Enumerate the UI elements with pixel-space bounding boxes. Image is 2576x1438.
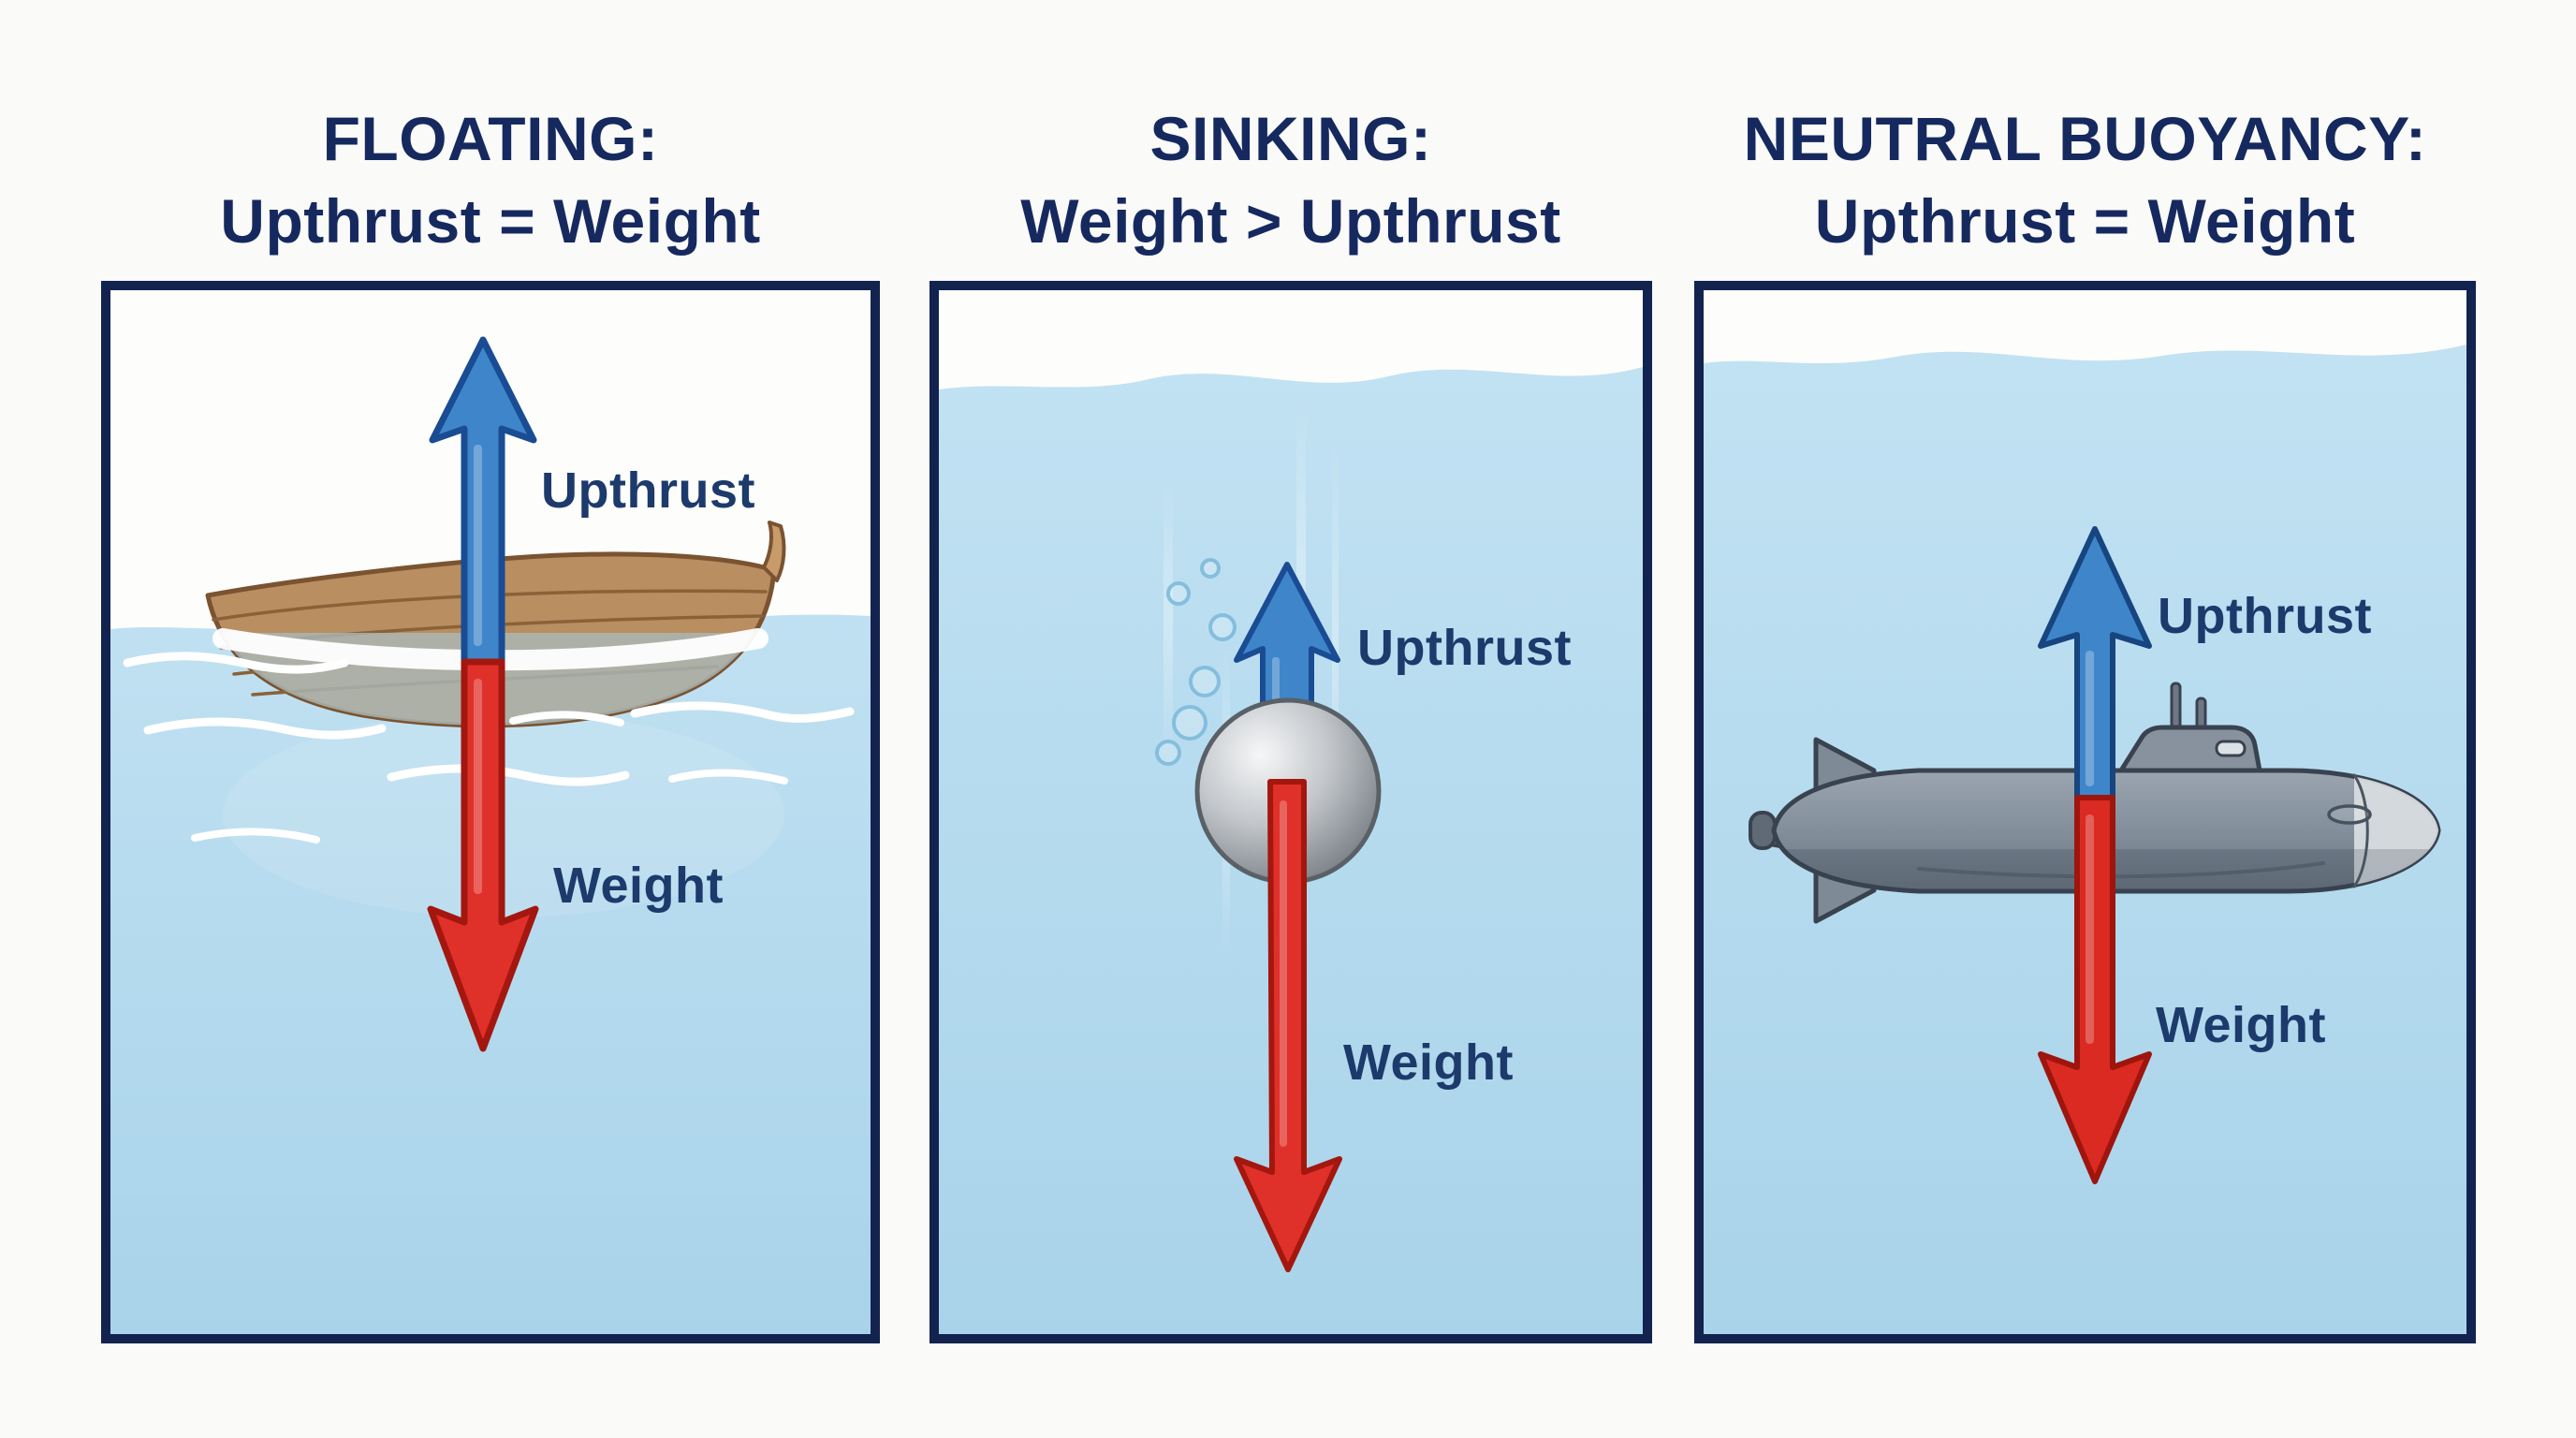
weight-label: Weight [2156,997,2326,1053]
panel-sinking: Upthrust Weight [929,281,1652,1343]
weight-label: Weight [553,858,724,914]
upthrust-label: Upthrust [541,462,755,519]
title-sinking-line1: SINKING: [1149,104,1432,173]
title-floating-line2: Upthrust = Weight [220,186,761,256]
title-sinking-line2: Weight > Upthrust [1020,186,1561,256]
weight-label: Weight [1343,1034,1514,1091]
title-neutral-line2: Upthrust = Weight [1814,186,2356,256]
title-neutral-buoyancy: NEUTRAL BUOYANCY: Upthrust = Weight [1694,97,2476,262]
panel-floating: Upthrust Weight [101,281,880,1343]
weight-arrow-icon [2038,795,2152,1184]
bubbles [1155,558,1237,766]
water-surface [1704,290,2466,363]
upthrust-label: Upthrust [1357,620,1572,676]
title-neutral-line1: NEUTRAL BUOYANCY: [1743,104,2427,173]
floating-scene [110,290,871,1334]
upthrust-label: Upthrust [2158,588,2372,644]
panel-neutral-buoyancy: Upthrust Weight [1694,281,2476,1343]
title-floating: FLOATING: Upthrust = Weight [101,97,880,262]
sinking-scene [939,290,1643,1334]
weight-arrow-icon [427,658,539,1052]
title-sinking: SINKING: Weight > Upthrust [929,97,1652,262]
title-floating-line1: FLOATING: [322,104,659,173]
conning-tower [2118,725,2262,773]
weight-arrow-icon [1234,779,1342,1272]
hull-hatch [2327,804,2372,825]
neutral-buoyancy-scene [1704,290,2466,1334]
water-surface [939,290,1643,389]
boat-bow-stem [762,521,786,582]
